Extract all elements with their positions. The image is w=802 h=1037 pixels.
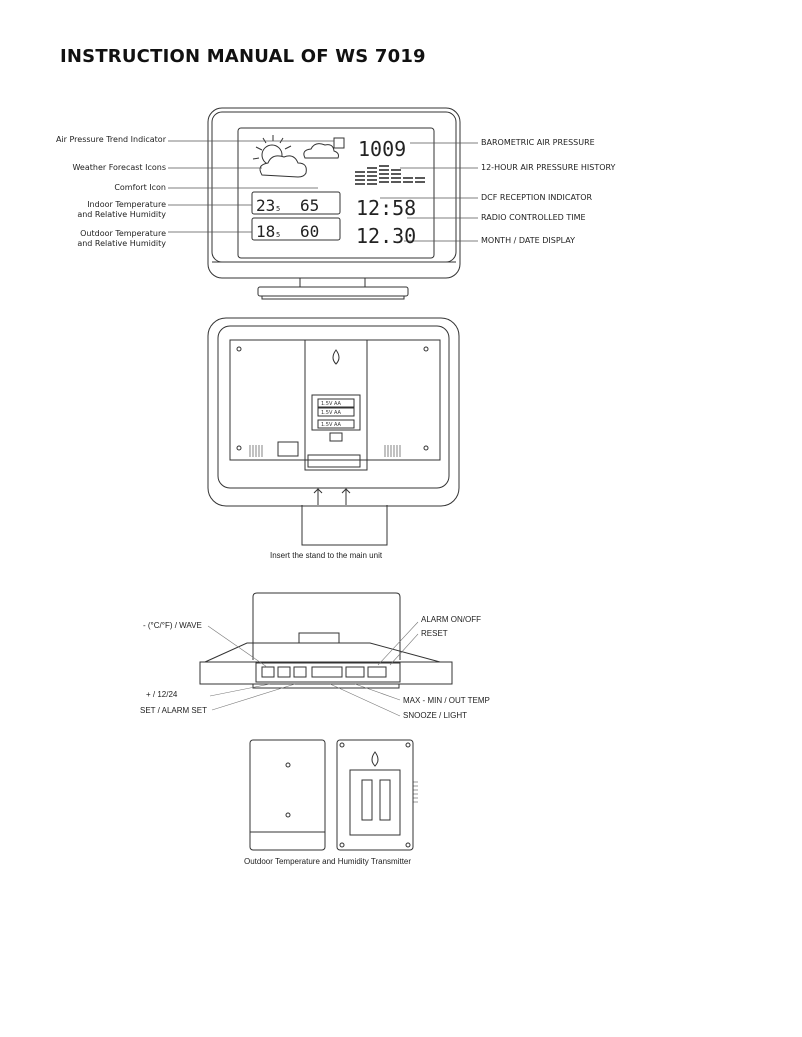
label-indoor-humidity: and Relative Humidity [77, 210, 166, 219]
label-alarm-onoff: ALARM ON/OFF [421, 615, 482, 624]
label-weather-icons: Weather Forecast Icons [72, 163, 166, 172]
label-plus-1224: + / 12/24 [146, 690, 178, 699]
label-unit-wave: - (°C/°F) / WAVE [143, 621, 202, 630]
transmitter-caption: Outdoor Temperature and Humidity Transmi… [244, 857, 412, 866]
date-readout: 12.30 [356, 224, 416, 248]
front-view-diagram [168, 107, 478, 300]
transmitter-diagram [249, 739, 418, 851]
outdoor-humidity-readout: 60 [300, 222, 319, 241]
label-reset: RESET [421, 629, 448, 638]
pressure-readout: 1009 [358, 137, 406, 161]
label-barometric-pressure: BAROMETRIC AIR PRESSURE [481, 138, 595, 147]
label-max-min: MAX - MIN / OUT TEMP [403, 696, 490, 705]
back-view-diagram [207, 317, 460, 546]
label-comfort-icon: Comfort Icon [114, 183, 166, 192]
label-snooze-light: SNOOZE / LIGHT [403, 711, 468, 720]
battery-label: 1.5V AA [321, 410, 342, 416]
page-title: INSTRUCTION MANUAL OF WS 7019 [60, 46, 426, 67]
bottom-view-diagram [199, 592, 453, 717]
label-pressure-history: 12-HOUR AIR PRESSURE HISTORY [481, 163, 616, 172]
label-pressure-trend: Air Pressure Trend Indicator [55, 135, 166, 144]
time-readout: 12:58 [356, 196, 416, 220]
label-set-alarm: SET / ALARM SET [140, 706, 207, 715]
label-month-date: MONTH / DATE DISPLAY [481, 236, 576, 245]
stand-caption: Insert the stand to the main unit [270, 551, 383, 560]
outdoor-temp-decimal: 5 [276, 231, 280, 239]
indoor-temp-decimal: 5 [276, 205, 280, 213]
battery-label: 1.5V AA [321, 422, 342, 428]
battery-label: 1.5V AA [321, 401, 342, 407]
indoor-humidity-readout: 65 [300, 196, 319, 215]
label-radio-time: RADIO CONTROLLED TIME [481, 213, 586, 222]
label-dcf-reception: DCF RECEPTION INDICATOR [481, 193, 593, 202]
indoor-temp-readout: 23 [256, 196, 275, 215]
label-outdoor-humidity: and Relative Humidity [77, 239, 166, 248]
label-indoor-temp: Indoor Temperature [87, 200, 166, 209]
outdoor-temp-readout: 18 [256, 222, 275, 241]
label-outdoor-temp: Outdoor Temperature [80, 229, 166, 238]
